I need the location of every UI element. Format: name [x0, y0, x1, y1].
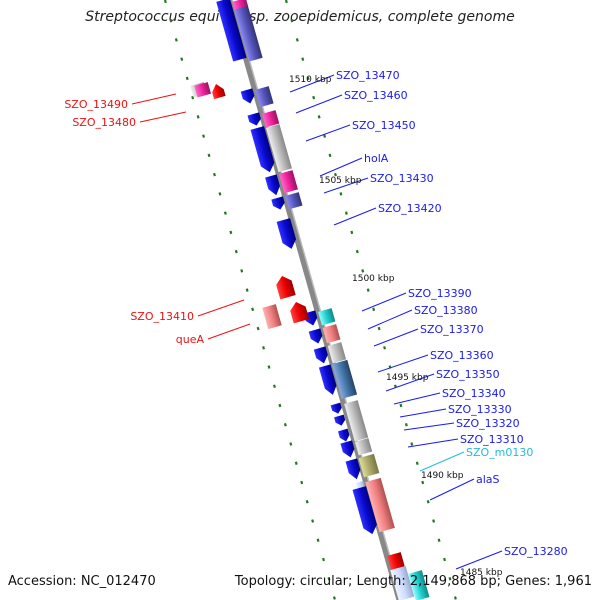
gene-feature-30[interactable] — [358, 453, 380, 478]
scale-label: 1485 kbp — [460, 568, 503, 578]
gene-label-SZO_13410[interactable]: SZO_13410 — [130, 310, 194, 323]
gene-label-SZO_13450[interactable]: SZO_13450 — [352, 119, 416, 132]
gene-feature-13[interactable] — [271, 196, 286, 211]
reverse-gene-feature-3[interactable] — [210, 82, 226, 100]
gene-feature-20[interactable] — [327, 342, 347, 364]
leader-line-SZO_13470 — [289, 74, 335, 93]
leader-line-SZO_13370 — [373, 328, 419, 347]
gene-feature-23[interactable] — [330, 402, 343, 415]
genome-title: Streptococcus equi subsp. zooepidemicus,… — [85, 9, 515, 25]
leader-line-SZO_13310 — [407, 438, 459, 448]
gene-feature-25[interactable] — [334, 414, 346, 427]
gene-label-SZO_13390[interactable]: SZO_13390 — [408, 287, 472, 300]
gene-feature-6[interactable] — [247, 112, 263, 127]
accession-text: Accession: NC_012470 — [8, 574, 156, 589]
gene-label-SZO_13370[interactable]: SZO_13370 — [420, 323, 484, 336]
gene-label-alaS[interactable]: alaS — [476, 473, 500, 486]
gene-label-SZO_13470[interactable]: SZO_13470 — [336, 69, 400, 82]
gene-feature-12[interactable] — [285, 192, 303, 210]
gene-feature-21[interactable] — [331, 359, 358, 399]
gene-label-holA[interactable]: holA — [364, 152, 389, 165]
gene-feature-37[interactable] — [408, 570, 430, 600]
scale-label: 1490 kbp — [421, 471, 464, 481]
leader-line-SZO_13410 — [197, 299, 245, 317]
leader-line-SZO_13380 — [367, 309, 413, 330]
leader-line-SZO_13330 — [399, 408, 447, 418]
reverse-gene-feature-2[interactable] — [194, 82, 212, 98]
gene-label-SZO_13480[interactable]: SZO_13480 — [72, 116, 136, 129]
gene-feature-7[interactable] — [261, 110, 280, 128]
gene-feature-11[interactable] — [265, 174, 282, 197]
gene-label-SZO_13350[interactable]: SZO_13350 — [436, 368, 500, 381]
leader-line-SZO_m0130 — [419, 451, 465, 472]
gene-feature-1[interactable] — [216, 0, 247, 62]
gene-features — [190, 0, 430, 600]
leader-line-SZO_13490 — [131, 93, 177, 105]
gene-feature-17[interactable] — [308, 328, 324, 345]
leader-line-SZO_13280 — [455, 550, 503, 570]
gene-feature-27[interactable] — [350, 424, 369, 442]
gene-feature-19[interactable] — [313, 346, 330, 365]
gene-label-SZO_13420[interactable]: SZO_13420 — [378, 202, 442, 215]
gene-label-SZO_13380[interactable]: SZO_13380 — [414, 304, 478, 317]
gene-label-SZO_13310[interactable]: SZO_13310 — [460, 433, 524, 446]
gene-feature-29[interactable] — [354, 438, 373, 456]
gene-feature-33[interactable] — [365, 477, 395, 533]
gene-feature-3[interactable] — [232, 0, 248, 10]
gene-feature-34[interactable] — [352, 486, 380, 536]
leader-line-SZO_13420 — [333, 207, 377, 226]
gene-label-SZO_13340[interactable]: SZO_13340 — [442, 387, 506, 400]
scale-label: 1495 kbp — [386, 373, 429, 383]
scale-label: 1510 kbp — [289, 75, 332, 85]
reverse-gene-feature-5[interactable] — [288, 300, 310, 324]
gene-feature-18[interactable] — [322, 324, 341, 344]
leader-line-SZO_13350 — [385, 373, 435, 392]
gene-feature-31[interactable] — [345, 458, 363, 481]
gene-feature-24[interactable] — [344, 400, 365, 429]
leader-line-SZO_13460 — [295, 94, 343, 114]
gene-label-SZO_13280[interactable]: SZO_13280 — [504, 545, 568, 558]
gene-label-SZO_13330[interactable]: SZO_13330 — [448, 403, 512, 416]
gene-label-SZO_13360[interactable]: SZO_13360 — [430, 349, 494, 362]
gene-feature-2[interactable] — [232, 0, 263, 62]
genome-summary-text: Topology: circular; Length: 2,149,868 bp… — [234, 574, 592, 589]
gene-label-SZO_13490[interactable]: SZO_13490 — [64, 98, 128, 111]
gene-label-SZO_13320[interactable]: SZO_13320 — [456, 417, 520, 430]
scale-label: 1500 kbp — [352, 274, 395, 284]
leader-line-alaS — [429, 478, 475, 501]
leader-line-SZO_13450 — [305, 124, 351, 142]
gene-feature-10[interactable] — [278, 170, 298, 194]
gene-feature-9[interactable] — [265, 124, 292, 173]
gene-feature-14[interactable] — [276, 218, 299, 251]
gene-feature-28[interactable] — [340, 440, 356, 459]
gene-label-SZO_m0130[interactable]: SZO_m0130 — [466, 446, 533, 459]
gene-feature-16[interactable] — [318, 308, 336, 326]
scale-label: 1505 kbp — [319, 176, 362, 186]
gene-label-queA[interactable]: queA — [176, 333, 205, 346]
gene-feature-26[interactable] — [338, 428, 351, 443]
gene-feature-36[interactable] — [390, 565, 415, 600]
reverse-gene-feature-4[interactable] — [274, 274, 296, 300]
gene-feature-8[interactable] — [250, 126, 277, 174]
leader-line-SZO_13340 — [393, 392, 441, 405]
leader-line-holA — [319, 157, 363, 177]
scale-labels: 1510 kbp 1505 kbp 1500 kbp 1495 kbp 1490 kbp… — [289, 75, 503, 578]
gene-feature-22[interactable] — [318, 364, 339, 396]
leader-line-SZO_13430 — [323, 177, 369, 194]
leader-line-SZO_13480 — [139, 111, 187, 123]
gene-feature-4[interactable] — [240, 88, 256, 105]
reverse-gene-feature-6[interactable] — [262, 304, 282, 330]
gene-label-SZO_13460[interactable]: SZO_13460 — [344, 89, 408, 102]
leader-line-queA — [207, 323, 251, 340]
leader-line-SZO_13320 — [403, 422, 455, 431]
leader-line-SZO_13390 — [361, 292, 407, 312]
gene-label-SZO_13430[interactable]: SZO_13430 — [370, 172, 434, 185]
gene-feature-5[interactable] — [255, 86, 274, 108]
label-leaders — [131, 74, 503, 570]
leader-line-SZO_13360 — [377, 354, 429, 373]
